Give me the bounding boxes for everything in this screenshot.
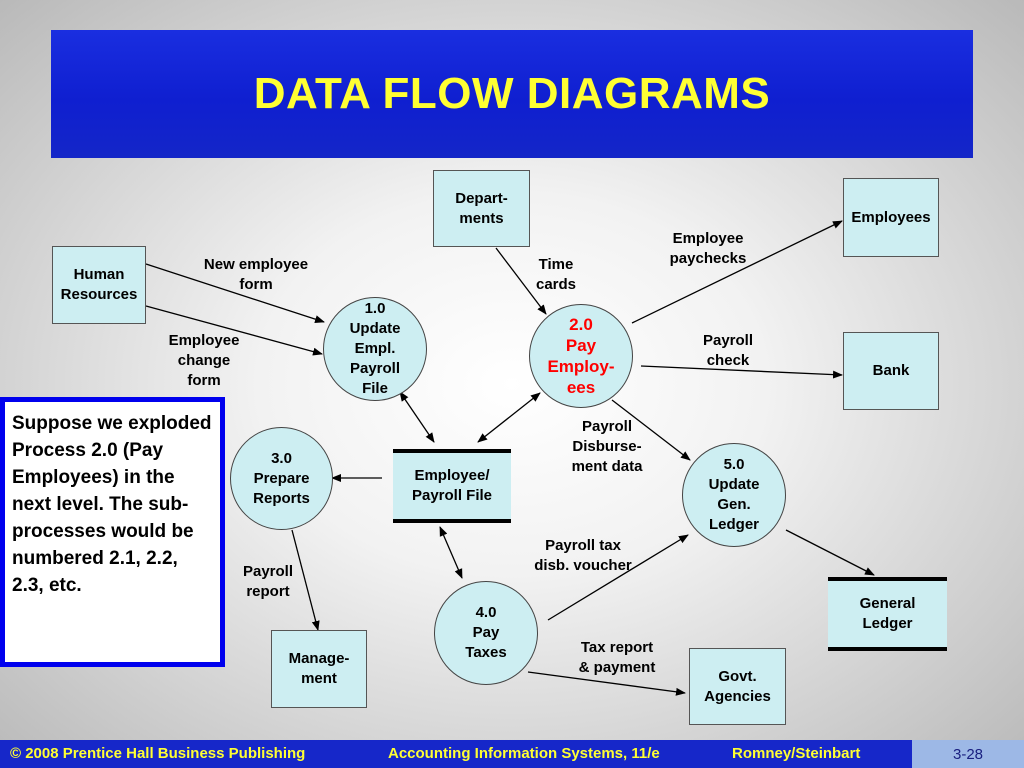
store-employee-payroll-file: Employee/ Payroll File xyxy=(393,449,511,523)
flow-tax-report xyxy=(527,671,686,696)
explanation-note: Suppose we exploded Process 2.0 (Pay Emp… xyxy=(0,397,225,667)
process-1-update-payroll-file: 1.0 Update Empl. Payroll File xyxy=(323,297,427,401)
flow-payroll-tax-voucher xyxy=(547,534,689,621)
footer-copyright: © 2008 Prentice Hall Business Publishing xyxy=(10,745,306,762)
entity-human-resources: Human Resources xyxy=(52,246,146,324)
entity-departments: Depart- ments xyxy=(433,170,530,247)
label-time-cards: Time cards xyxy=(535,256,577,293)
label-payroll-tax-disb-voucher: Payroll tax disb. voucher xyxy=(534,537,632,574)
flow-p2-store xyxy=(477,392,541,443)
flow-payroll-disbursement xyxy=(611,399,691,461)
slide-title: DATA FLOW DIAGRAMS xyxy=(253,69,771,118)
entity-bank: Bank xyxy=(843,332,939,410)
entity-employees: Employees xyxy=(843,178,939,257)
footer-authors: Romney/Steinbart xyxy=(732,745,861,762)
store-general-ledger: General Ledger xyxy=(828,577,947,651)
label-employee-change-form: Employee change form xyxy=(168,332,240,389)
title-bar: DATA FLOW DIAGRAMS xyxy=(51,30,973,158)
flow-employee-change-form xyxy=(145,305,323,356)
entity-management: Manage- ment xyxy=(271,630,367,708)
process-3-prepare-reports: 3.0 Prepare Reports xyxy=(230,427,333,530)
label-new-employee-form: New employee form xyxy=(203,256,309,293)
flow-new-employee-form xyxy=(145,263,325,324)
footer-book-title: Accounting Information Systems, 11/e xyxy=(388,745,660,762)
process-2-pay-employees: 2.0 Pay Employ- ees xyxy=(529,304,633,408)
label-tax-report-payment: Tax report & payment xyxy=(578,639,656,676)
flow-p1-store xyxy=(399,391,435,443)
flow-time-cards xyxy=(495,247,547,315)
page-number: 3-28 xyxy=(912,740,1024,768)
entity-govt-agencies: Govt. Agencies xyxy=(689,648,786,725)
label-payroll-check: Payroll check xyxy=(702,332,754,369)
flow-p5-ledger xyxy=(785,529,875,576)
process-5-update-gen-ledger: 5.0 Update Gen. Ledger xyxy=(682,443,786,547)
label-payroll-disbursement-data: Payroll Disburse- ment data xyxy=(571,418,643,475)
flow-payroll-report xyxy=(291,529,320,631)
flow-store-p4 xyxy=(439,526,463,579)
label-payroll-report: Payroll report xyxy=(242,563,294,600)
explanation-note-text: Suppose we exploded Process 2.0 (Pay Emp… xyxy=(12,413,212,596)
process-4-pay-taxes: 4.0 Pay Taxes xyxy=(434,581,538,685)
label-employee-paychecks: Employee paychecks xyxy=(669,230,747,267)
footer-bar: © 2008 Prentice Hall Business Publishing… xyxy=(0,740,1024,768)
flow-employee-paychecks xyxy=(631,220,843,324)
flow-payroll-check xyxy=(640,365,843,379)
